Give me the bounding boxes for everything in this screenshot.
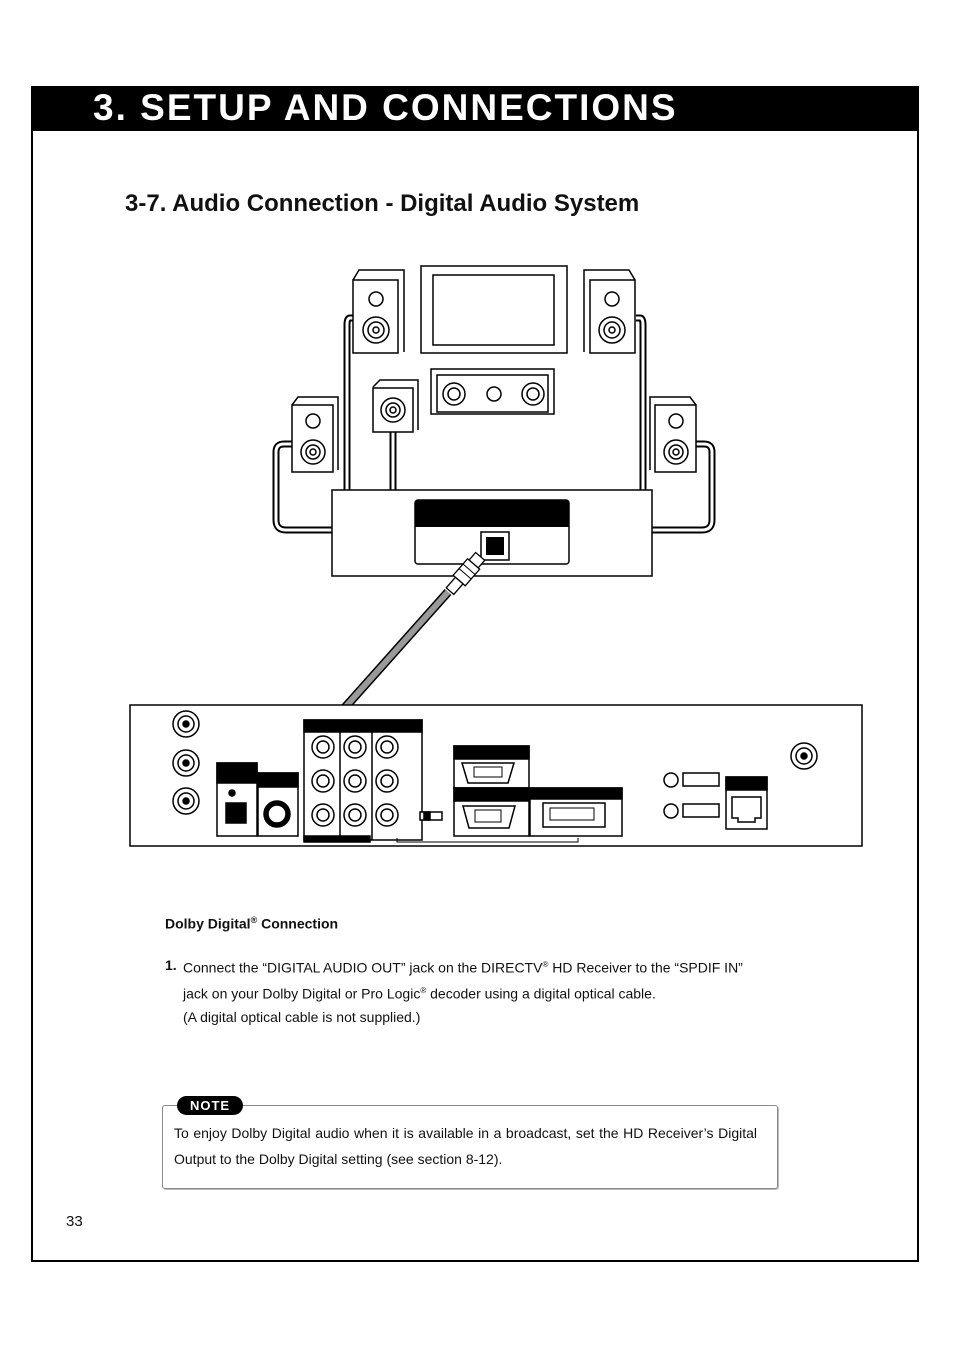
- audio-decoder-icon: [331, 489, 653, 577]
- registered-mark: ®: [542, 960, 549, 969]
- subheading-suffix: Connection: [257, 915, 339, 932]
- step-line-1-text: Connect the “DIGITAL AUDIO OUT” jack on …: [183, 959, 543, 976]
- page-title: 3. SETUP AND CONNECTIONS: [93, 87, 678, 128]
- speaker-icon: [430, 368, 555, 415]
- subheading: Dolby Digital® Connection: [165, 915, 338, 932]
- step-line-1: Connect the “DIGITAL AUDIO OUT” jack on …: [183, 952, 743, 981]
- speaker-icon: [583, 269, 636, 354]
- speaker-icon: [372, 379, 419, 433]
- registered-mark: ®: [420, 986, 427, 995]
- section-title: 3-7. Audio Connection - Digital Audio Sy…: [125, 190, 640, 217]
- step-line-2: jack on your Dolby Digital or Pro Logic®…: [183, 978, 656, 1007]
- note-box: [162, 1105, 778, 1189]
- step-line-1-tail: HD Receiver to the “SPDIF IN”: [548, 959, 743, 976]
- page-header: 3. SETUP AND CONNECTIONS: [31, 86, 919, 131]
- step-line-2-tail: decoder using a digital optical cable.: [426, 985, 656, 1002]
- speaker-icon: [291, 396, 339, 473]
- hd-receiver-icon: [129, 704, 863, 847]
- page-number: 33: [66, 1213, 83, 1230]
- speaker-icon: [649, 396, 697, 473]
- speaker-icon: [352, 269, 405, 354]
- step-number: 1.: [165, 957, 177, 973]
- tv-icon: [420, 265, 568, 354]
- subheading-text: Dolby Digital: [165, 915, 251, 932]
- step-line-2-text: jack on your Dolby Digital or Pro Logic: [183, 985, 421, 1002]
- registered-mark: ®: [250, 915, 258, 925]
- step-line-3: (A digital optical cable is not supplied…: [183, 1009, 421, 1025]
- note-text: To enjoy Dolby Digital audio when it is …: [174, 1125, 757, 1167]
- note-badge: NOTE: [177, 1096, 243, 1115]
